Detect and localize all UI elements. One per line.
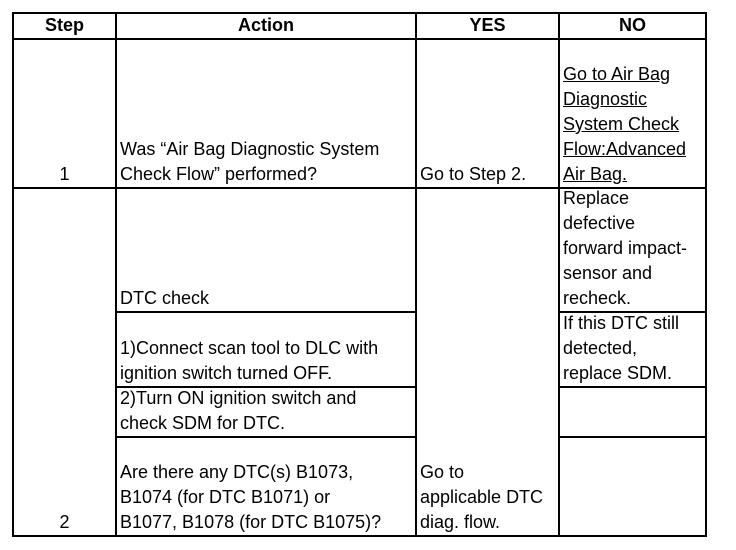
row1-yes: Go to Step 2. (420, 164, 527, 184)
action-separator-3 (115, 436, 417, 438)
header-separator (12, 38, 707, 40)
header-yes: YES (469, 15, 506, 35)
column-separator-step (115, 12, 117, 537)
header-no: NO (619, 15, 646, 35)
row2-yes: Go to applicable DTC diag. flow. (420, 462, 544, 532)
no-separator-1 (560, 311, 707, 313)
column-separator-action (415, 12, 417, 537)
row2-action-question: Are there any DTC(s) B1073, B1074 (for D… (120, 462, 382, 532)
header-action: Action (238, 15, 294, 35)
table-border-top (12, 12, 707, 14)
diagnostic-table: Step Action YES NO 1 Was “Air Bag Diagno… (12, 12, 707, 537)
table-border-right (705, 12, 707, 537)
no-separator-3 (560, 436, 707, 438)
action-separator-2 (115, 386, 417, 388)
row1-action: Was “Air Bag Diagnostic System Check Flo… (120, 139, 380, 184)
row1-step: 1 (59, 164, 70, 184)
header-step: Step (44, 15, 84, 35)
table-border-left (12, 12, 14, 537)
air-bag-diagnostic-link[interactable]: Go to Air Bag Diagnostic System Check Fl… (563, 64, 687, 184)
row2-action-step-2: 2)Turn ON ignition switch and check SDM … (120, 388, 357, 433)
row2-no-replace-sdm: If this DTC still detected, replace SDM. (563, 313, 680, 383)
table-border-bottom (12, 535, 707, 537)
row2-no-replace-sensor: Replace defective forward impact- sensor… (563, 188, 688, 308)
column-separator-yes (558, 12, 560, 537)
row2-action-step-1: 1)Connect scan tool to DLC with ignition… (120, 338, 379, 383)
row2-action-title: DTC check (120, 288, 210, 308)
action-separator-1 (115, 311, 417, 313)
row-separator (12, 187, 707, 189)
no-separator-2 (560, 386, 707, 388)
row2-step: 2 (59, 512, 70, 532)
